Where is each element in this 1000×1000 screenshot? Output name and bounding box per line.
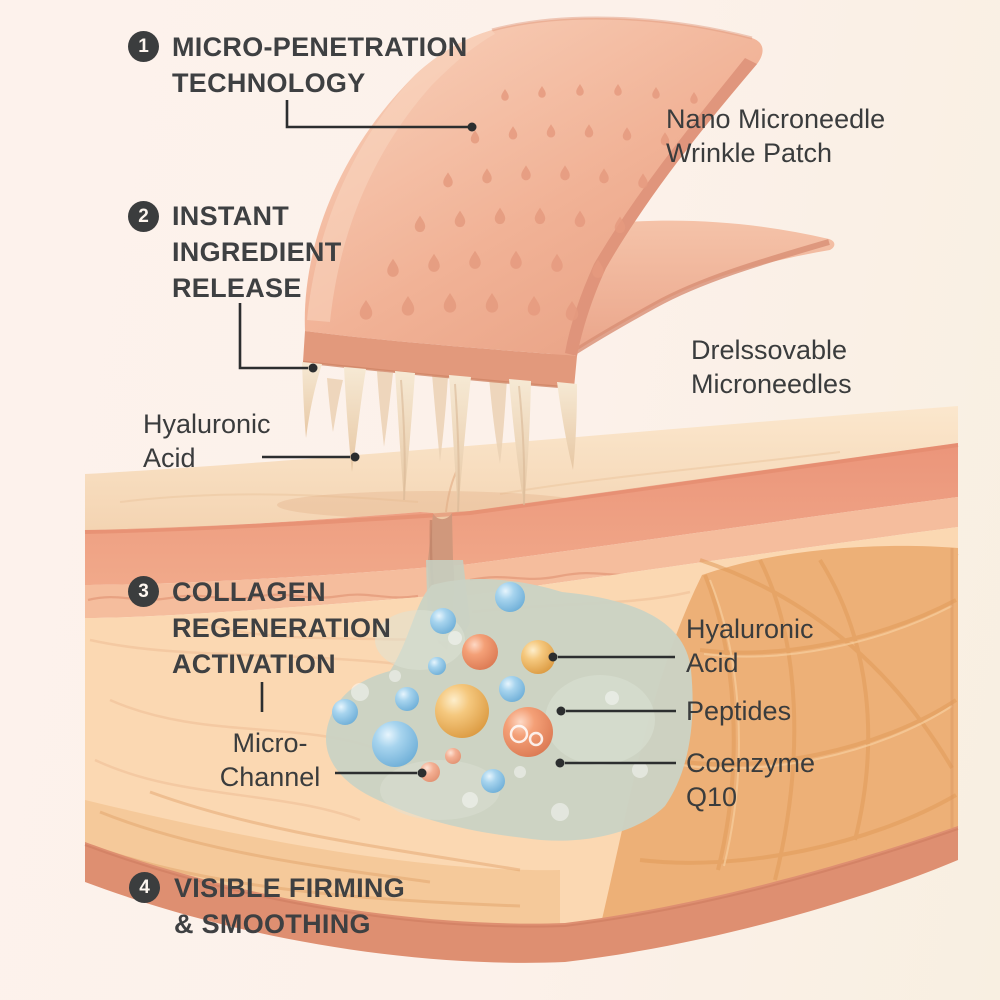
coenzyme-q10-label: Coenzyme Q10 bbox=[686, 748, 816, 812]
step-2-title: INSTANT INGREDIENT RELEASE bbox=[172, 201, 342, 303]
skin-bottom-band bbox=[85, 826, 958, 963]
patch-underside bbox=[303, 331, 577, 388]
dissolvable-microneedles-label: Drelssovable Microneedles bbox=[691, 335, 852, 399]
peptides-label: Peptides bbox=[686, 696, 792, 726]
step-2-badge: 2 bbox=[128, 201, 159, 232]
leader-lines bbox=[238, 100, 676, 775]
step-3-title: COLLAGEN REGENERATION ACTIVATION bbox=[172, 577, 392, 679]
molecule-icon bbox=[509, 724, 544, 747]
leader-dots bbox=[308, 122, 566, 778]
skin-block bbox=[84, 406, 959, 963]
step-4-badge: 4 bbox=[129, 872, 160, 903]
ingredient-spheres bbox=[332, 582, 555, 793]
step-3-badge: 3 bbox=[128, 576, 159, 607]
microneedle-patch bbox=[302, 16, 763, 390]
hyaluronic-acid-right-label: Hyaluronic Acid bbox=[686, 614, 814, 678]
patch-needles bbox=[302, 362, 577, 513]
step-1-title: MICRO-PENETRATION TECHNOLOGY bbox=[172, 32, 468, 98]
patch-name-label: Nano Microneedle Wrinkle Patch bbox=[666, 104, 886, 168]
patch-needles-back bbox=[327, 371, 507, 464]
hyaluronic-acid-left-label: Hyaluronic Acid bbox=[143, 409, 271, 473]
step-4-title: VISIBLE FIRMING & SMOOTHING bbox=[174, 873, 406, 939]
hyaluronic-acid-sphere bbox=[521, 640, 555, 674]
step-1-badge: 1 bbox=[128, 31, 159, 62]
micro-channel-blob bbox=[326, 560, 693, 841]
collagen-web bbox=[85, 545, 958, 928]
micro-channel-label: Micro- Channel bbox=[219, 728, 321, 792]
micro-channel-sphere bbox=[420, 762, 440, 782]
